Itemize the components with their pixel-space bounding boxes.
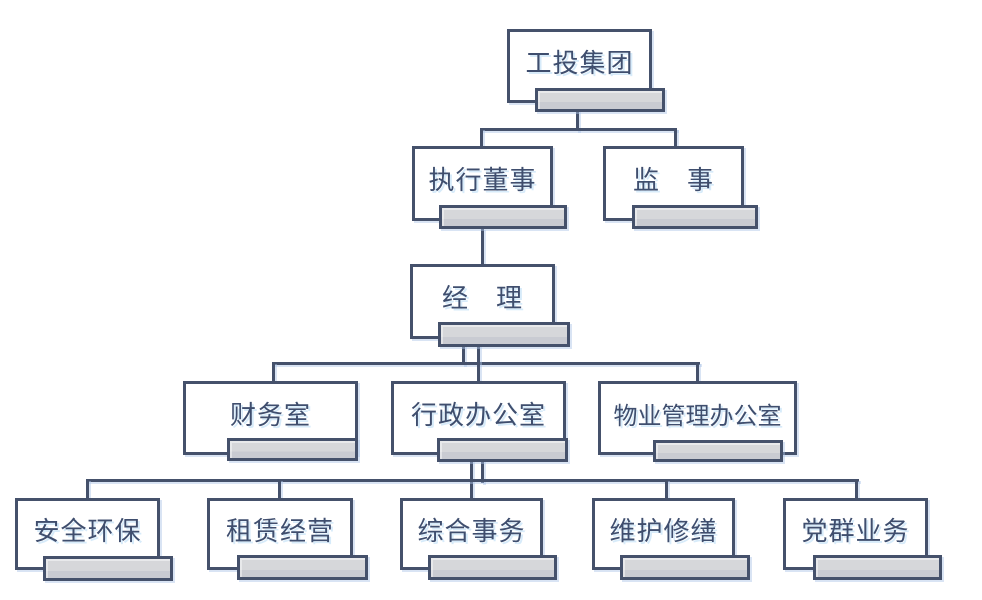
- org-node-manager[interactable]: 经 理: [410, 264, 570, 347]
- org-node-admin-office[interactable]: 行政办公室: [391, 381, 568, 462]
- node-label: 执行董事: [428, 165, 537, 195]
- node-label: 党群业务: [801, 515, 910, 546]
- connector-drop-safety-environment: [86, 479, 89, 501]
- org-node-safety-environment[interactable]: 安全环保: [15, 498, 173, 581]
- connector-drop-executive-director: [480, 128, 483, 149]
- connector-drop-property-mgmt-office: [696, 362, 699, 384]
- node-subbar: [813, 555, 942, 580]
- node-label: 综合事务: [417, 515, 526, 546]
- node-subbar: [227, 438, 358, 461]
- connector-drop-leasing-operations: [278, 479, 281, 501]
- connector-manager-drop: [462, 345, 465, 365]
- node-subbar: [437, 438, 568, 462]
- node-subbar: [43, 556, 173, 581]
- connector-drop-finance-office: [272, 362, 275, 384]
- connector-drop-party-mass-affairs: [855, 479, 858, 501]
- org-node-finance-office[interactable]: 财务室: [183, 381, 358, 461]
- node-label: 维护修缮: [609, 515, 718, 546]
- org-node-leasing-operations[interactable]: 租赁经营: [207, 498, 368, 580]
- org-node-executive-director[interactable]: 执行董事: [412, 146, 567, 229]
- node-subbar: [438, 322, 570, 347]
- org-node-property-mgmt-office[interactable]: 物业管理办公室: [598, 381, 797, 462]
- org-node-general-affairs[interactable]: 综合事务: [400, 498, 557, 580]
- node-subbar: [535, 88, 665, 112]
- node-subbar: [620, 555, 750, 580]
- node-label: 行政办公室: [410, 399, 546, 430]
- node-subbar: [439, 205, 567, 229]
- org-node-party-mass-affairs[interactable]: 党群业务: [783, 498, 942, 580]
- connector-admin-drop: [481, 460, 484, 483]
- node-label: 物业管理办公室: [613, 402, 782, 430]
- node-subbar: [632, 205, 758, 229]
- node-label: 经 理: [441, 283, 523, 313]
- connector-drop-maintenance-repair: [665, 479, 668, 501]
- node-subbar: [237, 555, 368, 580]
- connector-rail-level4: [272, 362, 700, 365]
- node-subbar: [653, 440, 783, 462]
- connector-root-drop: [576, 110, 579, 131]
- org-node-supervisor[interactable]: 监 事: [603, 146, 758, 229]
- node-subbar: [428, 555, 557, 580]
- org-node-gongtou-group[interactable]: 工投集团: [507, 29, 665, 112]
- node-label: 财务室: [229, 399, 311, 430]
- node-label: 工投集团: [525, 47, 634, 78]
- node-label: 租赁经营: [225, 515, 334, 546]
- connector-rail-level2: [480, 128, 677, 131]
- connector-executive-to-manager: [481, 228, 484, 267]
- node-label: 监 事: [632, 165, 714, 195]
- node-label: 安全环保: [33, 515, 142, 546]
- connector-drop-supervisor: [674, 128, 677, 149]
- org-node-maintenance-repair[interactable]: 维护修缮: [592, 498, 750, 580]
- connector-manager-to-admin-office: [477, 345, 480, 384]
- connector-rail-level5: [86, 479, 859, 482]
